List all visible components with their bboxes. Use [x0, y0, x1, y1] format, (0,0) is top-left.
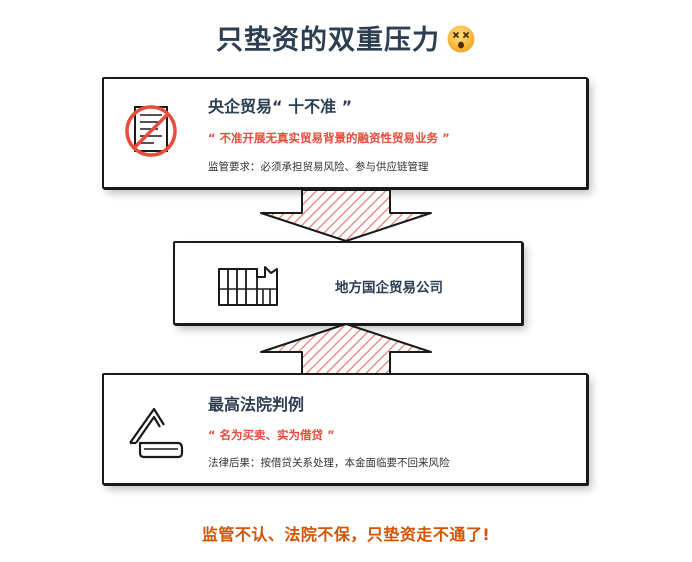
dizzy-face-icon	[447, 25, 475, 53]
up-arrow-icon	[260, 323, 432, 376]
footer-conclusion: 监管不认、法院不保，只垫资走不通了!	[201, 525, 491, 544]
top-card-quote: “ 不准开展无真实贸易背景的融资性贸易业务 ”	[208, 131, 450, 145]
down-arrow-icon	[260, 189, 432, 242]
gavel-icon	[129, 407, 184, 459]
middle-card-company: 地方国企贸易公司	[173, 241, 523, 325]
bottom-card-note: 法律后果：按借贷关系处理，本金面临要不回来风险	[208, 457, 450, 469]
top-card-note: 监管要求：必须承担贸易风险、参与供应链管理	[208, 161, 429, 173]
title-text: 只垫资的双重压力	[216, 25, 440, 56]
factory-icon	[218, 266, 278, 306]
banned-document-icon	[125, 105, 177, 157]
bottom-card-court: 最高法院判例 “ 名为买卖、实为借贷 ” 法律后果：按借贷关系处理，本金面临要不…	[102, 373, 588, 485]
middle-card-label: 地方国企贸易公司	[335, 280, 443, 296]
page-title: 只垫资的双重压力	[0, 18, 692, 57]
bottom-card-quote: “ 名为买卖、实为借贷 ”	[208, 428, 335, 442]
top-card-regulation: 央企贸易“ 十不准 ” “ 不准开展无真实贸易背景的融资性贸易业务 ” 监管要求…	[102, 77, 588, 189]
bottom-card-heading: 最高法院判例	[208, 395, 305, 414]
top-card-heading: 央企贸易“ 十不准 ”	[208, 97, 353, 116]
